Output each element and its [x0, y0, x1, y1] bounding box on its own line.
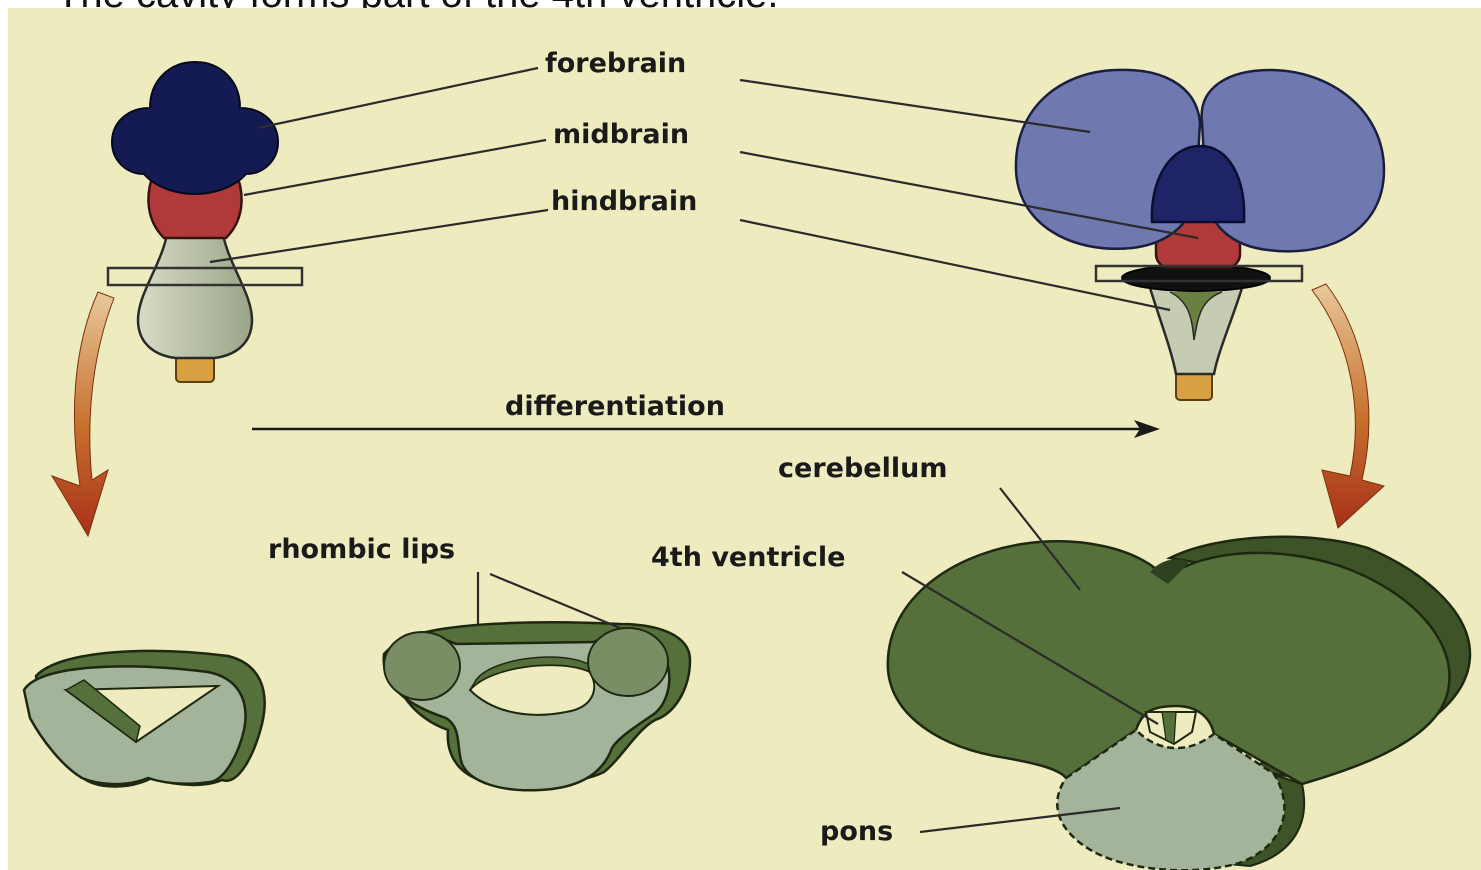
- cerebellum-label: cerebellum: [778, 453, 947, 484]
- rhombic-lip-right: [588, 628, 668, 696]
- rhombic-lip-left: [384, 632, 460, 700]
- pons-label: pons: [820, 816, 893, 847]
- differentiation-label: differentiation: [505, 391, 725, 422]
- midbrain-label: midbrain: [553, 119, 689, 150]
- hindbrain-label: hindbrain: [551, 186, 697, 217]
- rhombic-lips-label: rhombic lips: [268, 534, 455, 565]
- fourth-ventricle-label: 4th ventricle: [651, 542, 846, 573]
- forebrain-label: forebrain: [545, 48, 686, 79]
